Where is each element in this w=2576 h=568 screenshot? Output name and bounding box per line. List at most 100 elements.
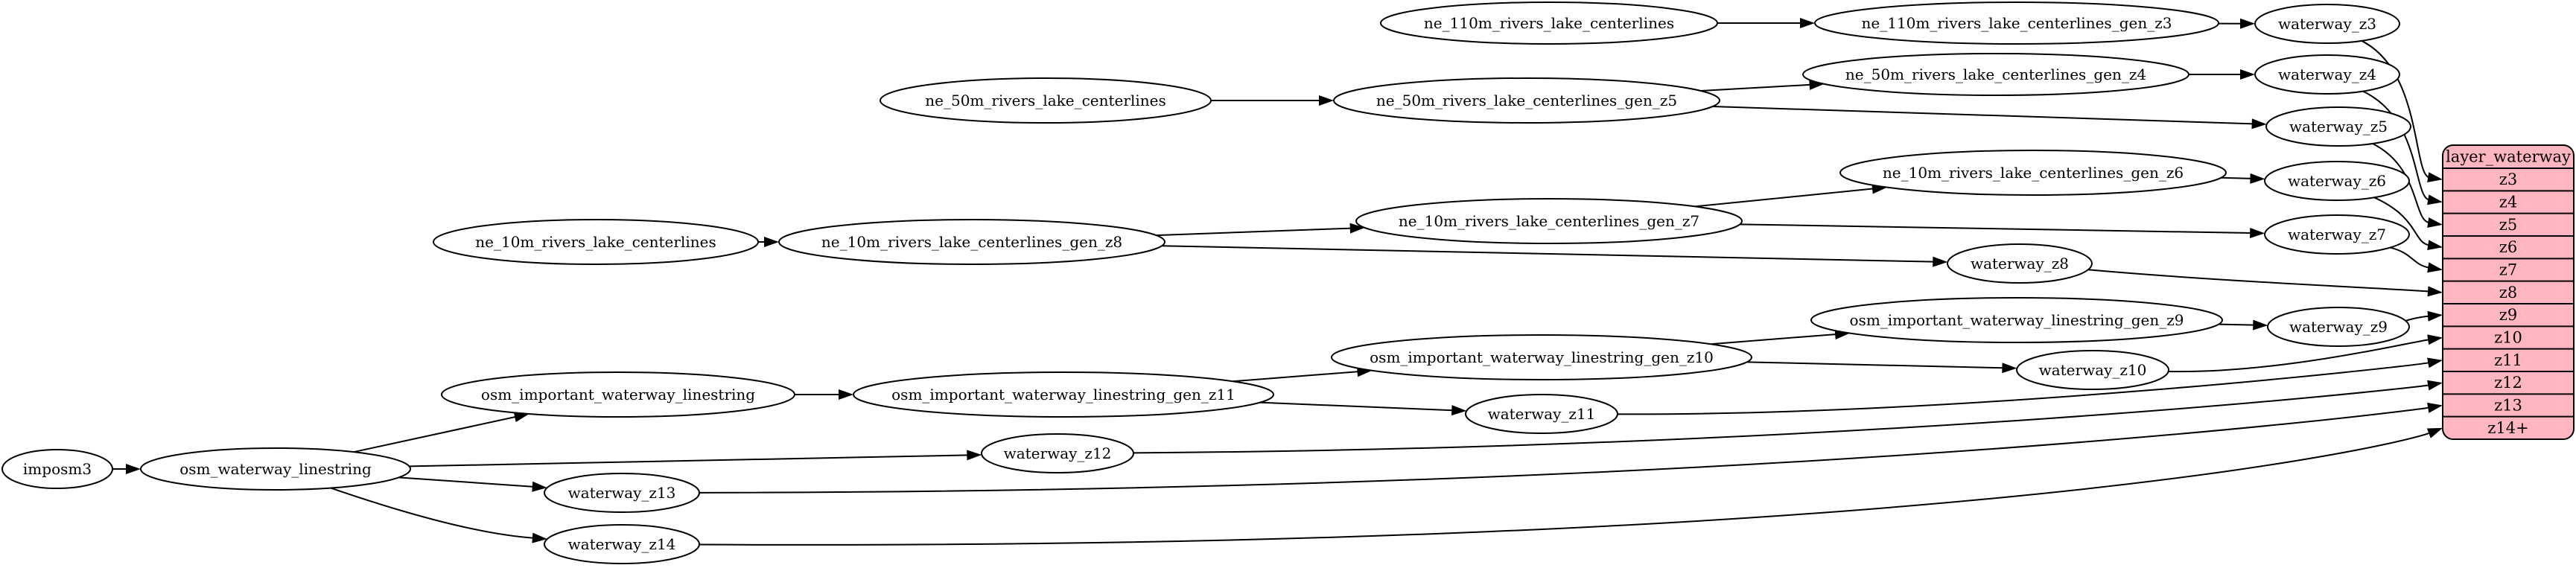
edge-ne_50m_rivers_lake_centerlines_gen_z5-to-ne_50m_rivers_lake_centerlines_gen_z4-arrowhead bbox=[1809, 79, 1825, 90]
node-ellipse bbox=[2264, 214, 2410, 255]
table-row-z13: z13 bbox=[2494, 397, 2522, 415]
node-ellipse bbox=[2264, 161, 2410, 201]
edge-waterway_z13-to-row-z13-arrowhead bbox=[2427, 402, 2443, 413]
edge-osm_important_waterway_linestring-to-osm_important_waterway_linestring_gen_z11-arrowhead bbox=[839, 389, 853, 400]
edge-ne_50m_rivers_lake_centerlines_gen_z4-to-waterway_z4-arrowhead bbox=[2240, 69, 2255, 80]
table-row-z6: z6 bbox=[2499, 238, 2517, 256]
node-osm_important_waterway_linestring_gen_z11: osm_important_waterway_linestring_gen_z1… bbox=[853, 371, 1274, 418]
edge-osm_important_waterway_linestring_gen_z11-to-waterway_z11 bbox=[1259, 401, 1454, 412]
layer-waterway-table: layer_waterwayz3z4z5z6z7z8z9z10z11z12z13… bbox=[2442, 144, 2575, 440]
edge-osm_waterway_linestring-to-waterway_z12 bbox=[409, 454, 969, 468]
node-waterway_z10: waterway_z10 bbox=[2016, 350, 2169, 390]
node-waterway_z12: waterway_z12 bbox=[981, 433, 1134, 473]
node-waterway_z9: waterway_z9 bbox=[2267, 307, 2410, 347]
node-label: osm_important_waterway_linestring bbox=[481, 386, 755, 403]
node-waterway_z7: waterway_z7 bbox=[2264, 214, 2410, 255]
edge-waterway_z10-to-row-z10-arrowhead bbox=[2427, 334, 2443, 345]
edge-waterway_z14-to-row-z14+ bbox=[699, 432, 2431, 546]
node-ellipse bbox=[2254, 54, 2400, 95]
edge-waterway_z7-to-row-z7 bbox=[2390, 246, 2430, 269]
edge-osm_important_waterway_linestring_gen_z11-to-osm_important_waterway_linestring_gen_z10 bbox=[1233, 371, 1359, 383]
table-row-z4: z4 bbox=[2499, 194, 2517, 211]
node-waterway_z11: waterway_z11 bbox=[1465, 394, 1618, 434]
node-ne_50m_rivers_lake_centerlines_gen_z5: ne_50m_rivers_lake_centerlines_gen_z5 bbox=[1333, 77, 1720, 124]
edge-waterway_z9-to-row-z9-arrowhead bbox=[2427, 310, 2443, 322]
edge-osm_waterway_linestring-to-osm_important_waterway_linestring bbox=[353, 415, 517, 453]
node-ellipse bbox=[1839, 150, 2227, 196]
edge-ne_10m_rivers_lake_centerlines_gen_z7-to-waterway_z7-arrowhead bbox=[2250, 228, 2265, 239]
node-ne_10m_rivers_lake_centerlines_gen_z7: ne_10m_rivers_lake_centerlines_gen_z7 bbox=[1355, 198, 1743, 244]
node-ne_10m_rivers_lake_centerlines: ne_10m_rivers_lake_centerlines bbox=[433, 219, 759, 265]
node-waterway_z8: waterway_z8 bbox=[1947, 243, 2093, 284]
node-ellipse bbox=[441, 371, 795, 418]
edge-waterway_z11-to-row-z11 bbox=[1617, 362, 2430, 415]
edge-ne_10m_rivers_lake_centerlines_gen_z6-to-waterway_z6 bbox=[2221, 176, 2252, 179]
node-ellipse bbox=[433, 219, 759, 265]
node-ellipse bbox=[1331, 334, 1752, 380]
table-background bbox=[2442, 144, 2575, 440]
edge-waterway_z3-to-row-z3 bbox=[2361, 39, 2430, 179]
edge-waterway_z5-to-row-z5-arrowhead bbox=[2427, 217, 2443, 228]
edge-waterway_z14-to-row-z14+-arrowhead bbox=[2426, 427, 2443, 438]
edge-osm_waterway_linestring-to-osm_important_waterway_linestring-arrowhead bbox=[513, 412, 529, 423]
node-label: ne_10m_rivers_lake_centerlines_gen_z8 bbox=[821, 233, 1122, 251]
edge-ne_10m_rivers_lake_centerlines_gen_z7-to-waterway_z7 bbox=[1740, 223, 2252, 234]
node-ellipse bbox=[1810, 297, 2223, 343]
edge-osm_waterway_linestring-to-waterway_z13-arrowhead bbox=[532, 481, 547, 492]
node-ellipse bbox=[1355, 198, 1743, 244]
table-row-z8: z8 bbox=[2499, 284, 2517, 301]
edge-osm_waterway_linestring-to-waterway_z14 bbox=[330, 487, 534, 539]
node-label: ne_50m_rivers_lake_centerlines_gen_z5 bbox=[1376, 92, 1677, 109]
node-label: waterway_z5 bbox=[2289, 118, 2388, 135]
node-ellipse bbox=[1465, 394, 1618, 434]
edge-waterway_z12-to-row-z12-arrowhead bbox=[2427, 380, 2443, 391]
node-waterway_z13: waterway_z13 bbox=[544, 473, 700, 513]
node-ellipse bbox=[1814, 1, 2219, 45]
node-label: waterway_z14 bbox=[568, 535, 676, 553]
node-ne_110m_rivers_lake_centerlines: ne_110m_rivers_lake_centerlines bbox=[1380, 1, 1718, 45]
node-ellipse bbox=[853, 371, 1274, 418]
node-label: waterway_z4 bbox=[2278, 66, 2376, 83]
edge-imposm3-to-osm_waterway_linestring-arrowhead bbox=[126, 464, 141, 474]
node-label: ne_50m_rivers_lake_centerlines bbox=[925, 92, 1165, 109]
edge-waterway_z8-to-row-z8-arrowhead bbox=[2427, 286, 2443, 297]
node-label: osm_important_waterway_linestring_gen_z1… bbox=[891, 386, 1235, 403]
table-row-z7: z7 bbox=[2499, 261, 2517, 279]
table-row-z9: z9 bbox=[2499, 306, 2517, 324]
node-label: waterway_z6 bbox=[2288, 172, 2386, 190]
node-osm_waterway_linestring: osm_waterway_linestring bbox=[140, 447, 411, 491]
table-row-z5: z5 bbox=[2499, 216, 2517, 234]
node-ellipse bbox=[778, 219, 1165, 265]
node-ellipse bbox=[544, 473, 700, 513]
edge-waterway_z4-to-row-z4-arrowhead bbox=[2427, 194, 2443, 205]
edge-ne_50m_rivers_lake_centerlines_gen_z5-to-waterway_z5 bbox=[1712, 106, 2254, 125]
node-label: ne_50m_rivers_lake_centerlines_gen_z4 bbox=[1845, 66, 2146, 83]
node-label: waterway_z3 bbox=[2278, 15, 2376, 33]
node-ellipse bbox=[1333, 77, 1720, 124]
edge-waterway_z7-to-row-z7-arrowhead bbox=[2427, 262, 2443, 273]
node-label: osm_important_waterway_linestring_gen_z1… bbox=[1370, 348, 1714, 366]
table-row-z10: z10 bbox=[2494, 329, 2522, 347]
node-label: ne_110m_rivers_lake_centerlines_gen_z3 bbox=[1862, 14, 2172, 32]
node-imposm3: imposm3 bbox=[1, 449, 113, 489]
edge-osm_waterway_linestring-to-waterway_z14-arrowhead bbox=[532, 532, 547, 543]
edge-waterway_z10-to-row-z10 bbox=[2168, 339, 2430, 373]
node-ellipse bbox=[1380, 1, 1718, 45]
edge-osm_waterway_linestring-to-waterway_z13 bbox=[398, 476, 534, 488]
node-osm_important_waterway_linestring_gen_z10: osm_important_waterway_linestring_gen_z1… bbox=[1331, 334, 1752, 380]
node-label: waterway_z7 bbox=[2288, 226, 2386, 243]
edge-ne_10m_rivers_lake_centerlines-to-ne_10m_rivers_lake_centerlines_gen_z8-arrowhead bbox=[764, 237, 779, 247]
node-waterway_z6: waterway_z6 bbox=[2264, 161, 2410, 201]
table-row-z12: z12 bbox=[2494, 374, 2522, 392]
node-label: osm_important_waterway_linestring_gen_z9 bbox=[1850, 311, 2184, 329]
edge-waterway_z8-to-row-z8 bbox=[2087, 269, 2430, 293]
node-osm_important_waterway_linestring_gen_z9: osm_important_waterway_linestring_gen_z9 bbox=[1810, 297, 2223, 343]
node-label: waterway_z12 bbox=[1004, 444, 1112, 462]
node-ellipse bbox=[1802, 53, 2189, 96]
edge-ne_10m_rivers_lake_centerlines_gen_z8-to-waterway_z8-arrowhead bbox=[1933, 256, 1948, 267]
edge-osm_important_waterway_linestring_gen_z10-to-osm_important_waterway_linestring_gen_z9 bbox=[1710, 333, 1837, 345]
edge-osm_important_waterway_linestring_gen_z10-to-waterway_z10 bbox=[1746, 361, 2004, 369]
edge-ne_50m_rivers_lake_centerlines_gen_z5-to-ne_50m_rivers_lake_centerlines_gen_z4 bbox=[1700, 83, 1811, 92]
edge-waterway_z9-to-row-z9 bbox=[2404, 315, 2430, 322]
edge-ne_110m_rivers_lake_centerlines_gen_z3-to-waterway_z3-arrowhead bbox=[2239, 18, 2256, 29]
